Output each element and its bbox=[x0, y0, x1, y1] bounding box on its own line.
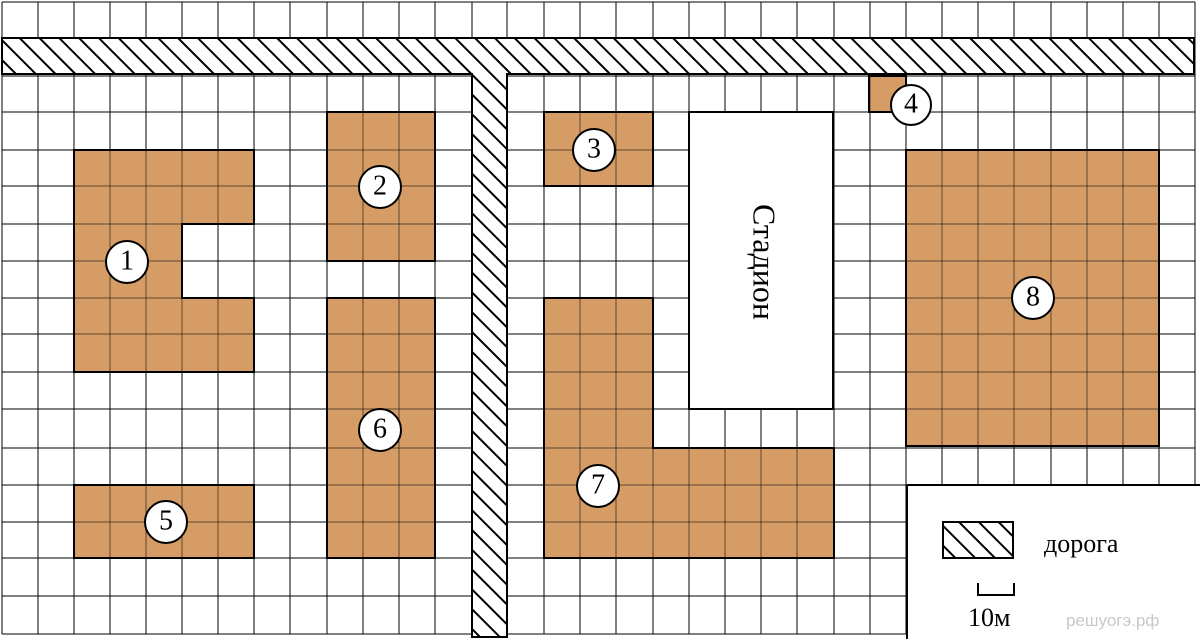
stadium: Стадион bbox=[688, 111, 834, 410]
svg-text:6: 6 bbox=[373, 413, 387, 444]
svg-text:5: 5 bbox=[159, 505, 173, 536]
plot-number-3: 3 bbox=[572, 128, 616, 172]
svg-text:3: 3 bbox=[587, 133, 601, 164]
plot-number-2: 2 bbox=[358, 165, 402, 209]
plot-number-4: 4 bbox=[890, 84, 932, 126]
plot-number-7: 7 bbox=[576, 464, 620, 508]
plot-number-1: 1 bbox=[105, 240, 149, 284]
road-horizontal bbox=[1, 37, 1195, 75]
scale-label: 10м bbox=[968, 603, 1010, 632]
svg-text:4: 4 bbox=[904, 88, 918, 119]
stadium-label: Стадион bbox=[747, 204, 783, 320]
watermark: решуогэ.рф bbox=[1066, 611, 1159, 630]
svg-text:1: 1 bbox=[120, 245, 134, 276]
plot-number-5: 5 bbox=[144, 500, 188, 544]
road-vertical bbox=[471, 73, 508, 638]
svg-text:2: 2 bbox=[373, 170, 387, 201]
scale-bar bbox=[977, 583, 1015, 596]
svg-text:7: 7 bbox=[591, 469, 605, 500]
plot-number-8: 8 bbox=[1011, 276, 1055, 320]
legend: дорога 10м решуогэ.рф bbox=[906, 484, 1200, 639]
legend-road-swatch bbox=[942, 521, 1014, 559]
svg-text:8: 8 bbox=[1026, 281, 1040, 312]
plot-number-6: 6 bbox=[358, 408, 402, 452]
plot-outlines bbox=[73, 75, 1160, 559]
legend-road-label: дорога bbox=[1044, 529, 1119, 558]
